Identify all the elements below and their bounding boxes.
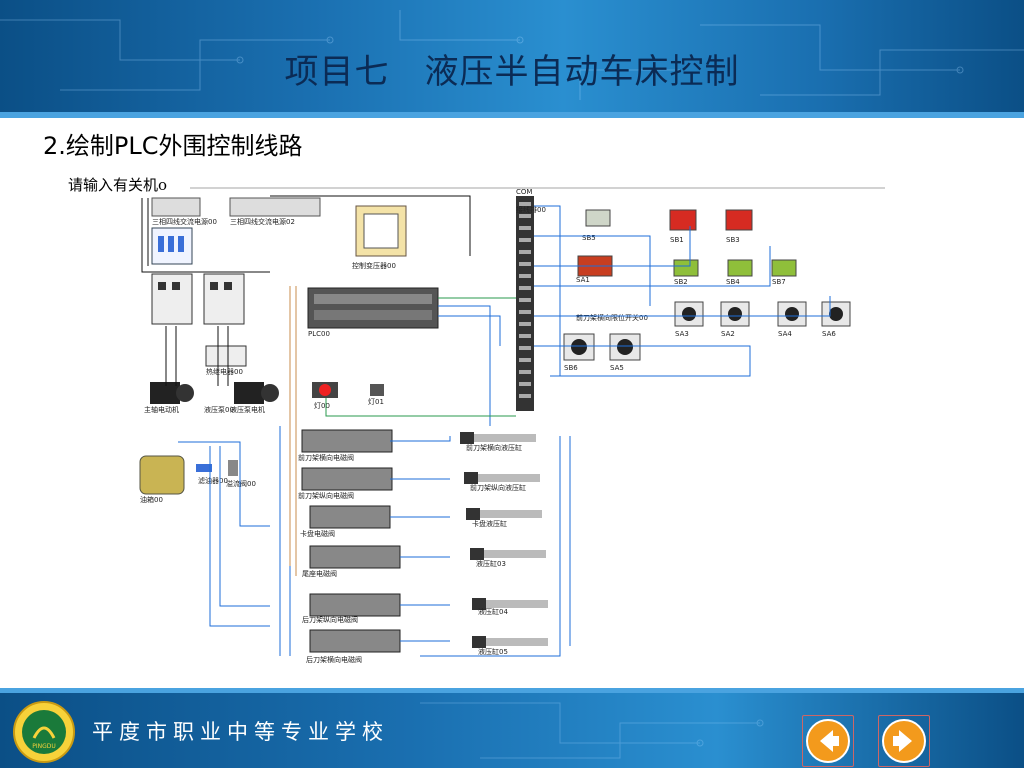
slide-header: 项目七 液压半自动车床控制 <box>0 0 1024 112</box>
svg-text:液压缸05: 液压缸05 <box>478 647 508 656</box>
small-lamp: 灯01 <box>368 384 384 406</box>
main-motor: 主轴电动机 <box>144 382 194 414</box>
svg-text:SB4: SB4 <box>726 278 740 286</box>
red-lamp: 灯00 <box>312 382 338 410</box>
svg-text:SA5: SA5 <box>610 364 624 372</box>
svg-text:COM: COM <box>516 188 532 196</box>
svg-text:液压泵电机: 液压泵电机 <box>230 405 265 414</box>
svg-text:SB3: SB3 <box>726 236 740 244</box>
svg-text:灯01: 灯01 <box>368 397 384 406</box>
svg-text:SA6: SA6 <box>822 330 836 338</box>
svg-text:PLC00: PLC00 <box>308 330 330 338</box>
svg-text:卡盘电磁阀: 卡盘电磁阀 <box>300 529 335 538</box>
logo-text: PINGDU <box>32 743 56 750</box>
svg-text:卡盘液压缸: 卡盘液压缸 <box>472 519 507 528</box>
terminal-strip: COM 接线排00 <box>516 188 546 411</box>
page-title: 项目七 液压半自动车床控制 <box>284 52 740 92</box>
svg-text:液压缸04: 液压缸04 <box>478 607 508 616</box>
selector-switches: SA3 SA2 SA4 SA6 SB6 SA5 前刀架横向限位开关00 <box>563 301 851 372</box>
contactor-1 <box>151 273 193 325</box>
plc-unit: PLC00 <box>307 287 439 338</box>
svg-text:主轴电动机: 主轴电动机 <box>144 405 179 414</box>
header-divider <box>0 112 1024 118</box>
prev-slide-button[interactable] <box>802 715 854 767</box>
svg-text:前刀架横向电磁阀: 前刀架横向电磁阀 <box>298 453 354 462</box>
transformer: 控制变压器00 <box>352 205 407 270</box>
school-logo: PINGDU <box>13 701 75 763</box>
svg-text:三相四线交流电源00: 三相四线交流电源00 <box>152 217 217 226</box>
contactor-2 <box>203 273 245 325</box>
section-heading: 2.绘制PLC外围控制线路 <box>43 132 303 160</box>
svg-text:液压泵00: 液压泵00 <box>204 405 234 414</box>
svg-text:后刀架横向电磁阀: 后刀架横向电磁阀 <box>306 655 362 664</box>
solenoid-valves: 前刀架横向电磁阀 前刀架纵向电磁阀 卡盘电磁阀 尾座电磁阀 后刀架纵向电磁阀 后… <box>298 429 401 664</box>
svg-text:溢流阀00: 溢流阀00 <box>226 479 256 488</box>
thermal-relay: 热继电器00 <box>205 345 247 376</box>
svg-text:SA1: SA1 <box>576 276 590 284</box>
pump-motor: 液压泵00 液压泵电机 <box>204 382 279 414</box>
svg-text:前刀架纵向液压缸: 前刀架纵向液压缸 <box>470 483 526 492</box>
svg-text:接线排00: 接线排00 <box>516 205 546 214</box>
svg-text:热继电器00: 热继电器00 <box>206 367 243 376</box>
svg-text:尾座电磁阀: 尾座电磁阀 <box>302 569 337 578</box>
svg-text:SB5: SB5 <box>582 234 596 242</box>
svg-text:SB2: SB2 <box>674 278 688 286</box>
power-breaker: 三相四线交流电源00 <box>151 197 217 265</box>
button-panel: SB5 SB1 SB3 SA1 SB2 SB4 SB7 <box>576 209 797 286</box>
svg-text:SB7: SB7 <box>772 278 786 286</box>
plc-wiring-diagram: 三相四线交流电源00 三相四线交流电源02 控制变压器00 热继电器00 主轴电… <box>139 187 885 664</box>
svg-text:三相四线交流电源02: 三相四线交流电源02 <box>230 217 295 226</box>
oil-tank: 油箱00 <box>139 455 185 504</box>
arrow-right-icon <box>882 719 926 763</box>
fuse-row: 三相四线交流电源02 <box>229 197 321 226</box>
prompt-text: 请输入有关机o <box>68 176 168 194</box>
circuit-pattern <box>0 10 1024 100</box>
svg-text:前刀架横向液压缸: 前刀架横向液压缸 <box>466 443 522 452</box>
filter: 滤油器00 溢流阀00 <box>196 460 256 488</box>
svg-text:SA4: SA4 <box>778 330 792 338</box>
svg-text:SB1: SB1 <box>670 236 684 244</box>
next-slide-button[interactable] <box>878 715 930 767</box>
svg-text:SA3: SA3 <box>675 330 689 338</box>
svg-text:SA2: SA2 <box>721 330 735 338</box>
svg-text:SB6: SB6 <box>564 364 578 372</box>
svg-text:灯00: 灯00 <box>314 401 330 410</box>
svg-text:后刀架纵向电磁阀: 后刀架纵向电磁阀 <box>302 615 358 624</box>
svg-text:控制变压器00: 控制变压器00 <box>352 261 396 270</box>
school-name: 平度市职业中等专业学校 <box>92 720 389 744</box>
svg-text:油箱00: 油箱00 <box>140 495 163 504</box>
footer-circuit-pattern <box>420 702 764 759</box>
footer-divider <box>0 688 1024 693</box>
svg-text:前刀架纵向电磁阀: 前刀架纵向电磁阀 <box>298 491 354 500</box>
svg-text:液压缸03: 液压缸03 <box>476 559 506 568</box>
svg-text:前刀架横向限位开关00: 前刀架横向限位开关00 <box>576 313 648 322</box>
hydraulic-cylinders: 前刀架横向液压缸 前刀架纵向液压缸 卡盘液压缸 液压缸03 液压缸04 液压缸0… <box>460 432 548 656</box>
wiring <box>141 195 831 657</box>
svg-text:滤油器00: 滤油器00 <box>198 476 228 485</box>
arrow-left-icon <box>806 719 850 763</box>
